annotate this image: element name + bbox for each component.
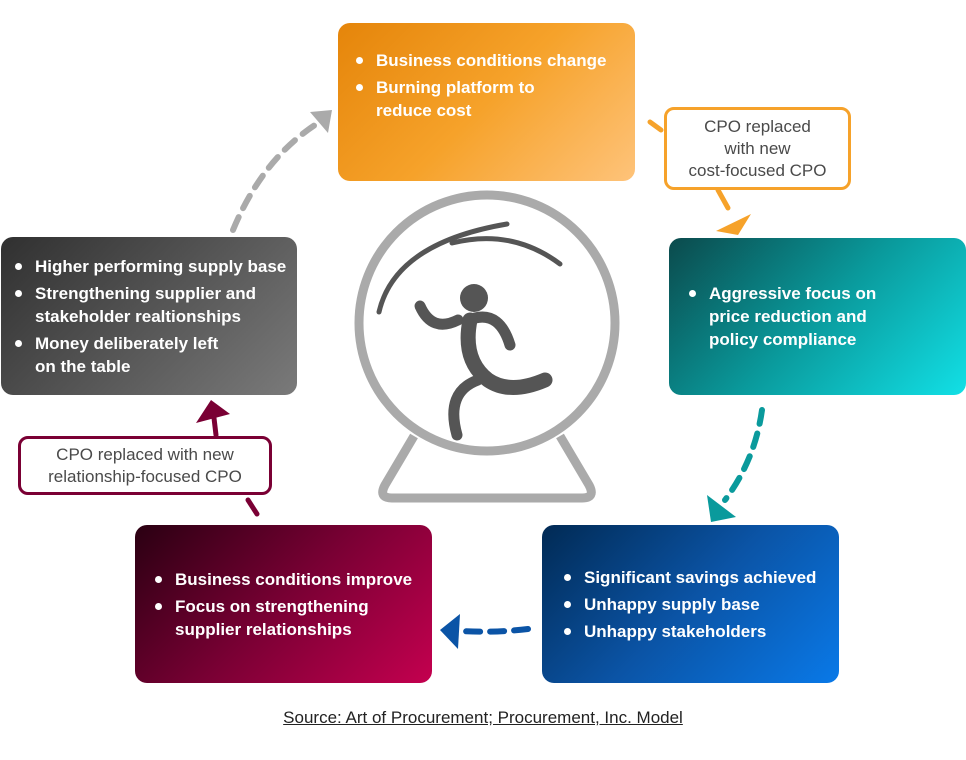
arrow-left-to-top (230, 110, 332, 233)
stage-item: Money deliberately left on the table (13, 332, 297, 378)
hamster-wheel-runner-icon (354, 190, 620, 503)
callout-cost-focused-cpo: CPO replaced with new cost-focused CPO (664, 107, 851, 190)
arrow-bottom-left-to-left (196, 400, 260, 517)
stage-item: Business conditions change (354, 49, 635, 72)
stage-box-conditions-improve: Business conditions improve Focus on str… (135, 525, 432, 683)
stage-item: Strengthening supplier and stakeholder r… (13, 282, 297, 328)
arrow-top-to-callout (647, 119, 751, 235)
arrow-bottom-right-to-bottom-left (440, 614, 531, 649)
stage-box-high-performing: Higher performing supply base Strengthen… (1, 237, 297, 395)
stage-item: Focus on strengthening supplier relation… (153, 595, 432, 641)
stage-box-savings: Significant savings achieved Unhappy sup… (542, 525, 839, 683)
stage-item: Higher performing supply base (13, 255, 297, 278)
callout-relationship-focused-cpo: CPO replaced with new relationship-focus… (18, 436, 272, 495)
stage-item: Aggressive focus on price reduction and … (687, 282, 966, 351)
stage-item: Significant savings achieved (562, 566, 839, 589)
arrow-right-to-bottom-right (707, 407, 765, 522)
stage-box-price-focus: Aggressive focus on price reduction and … (669, 238, 966, 395)
stage-item: Unhappy supply base (562, 593, 839, 616)
stage-item: Business conditions improve (153, 568, 432, 591)
source-citation[interactable]: Source: Art of Procurement; Procurement,… (283, 708, 683, 727)
stage-item: Unhappy stakeholders (562, 620, 839, 643)
stage-box-business-change: Business conditions change Burning platf… (338, 23, 635, 181)
stage-item: Burning platform to reduce cost (354, 76, 635, 122)
